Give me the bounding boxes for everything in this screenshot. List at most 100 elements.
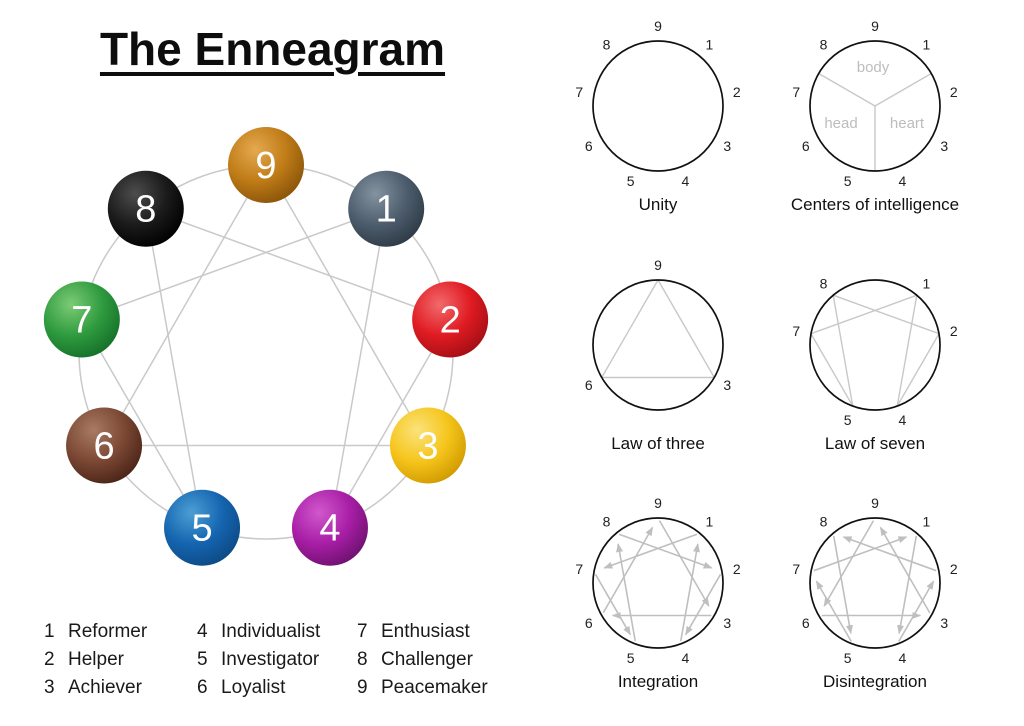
mini-number-4: 4	[898, 412, 906, 428]
connection-line-8-5	[832, 295, 854, 407]
sphere-8: 8	[107, 170, 184, 247]
arrow-7-to-5	[594, 573, 631, 636]
mini-number-1: 1	[923, 276, 931, 292]
legend-item-number: 5	[197, 649, 208, 670]
mini-circle-outline	[592, 40, 724, 172]
connection-line-9-6	[601, 279, 659, 378]
legend-item-name: Reformer	[68, 621, 148, 642]
mini-number-2: 2	[733, 561, 741, 577]
mini-number-5: 5	[844, 173, 852, 189]
sphere-8-ball	[107, 170, 184, 247]
sphere-1-ball	[348, 170, 425, 247]
arrow-5-to-7	[815, 580, 852, 642]
mini-number-7: 7	[575, 84, 583, 100]
mini-caption-law-of-seven: Law of seven	[824, 434, 926, 453]
mini-number-9: 9	[654, 18, 662, 34]
mini-number-5: 5	[844, 650, 852, 666]
mini-circle-outline	[592, 279, 724, 411]
enneagram-triangle	[102, 163, 430, 447]
mini-number-4: 4	[681, 173, 689, 189]
legend-item-name: Challenger	[381, 649, 473, 670]
mini-caption-disintegration: Disintegration	[823, 672, 927, 691]
legend-item-5: 5 Investigator	[197, 646, 320, 674]
mini-number-2: 2	[950, 84, 958, 100]
sphere-5-ball	[164, 489, 241, 566]
sphere-4-ball	[291, 489, 368, 566]
legend-item-1: 1 Reformer	[44, 618, 147, 646]
sphere-3-number: 3	[417, 426, 438, 468]
arrow-3-to-9	[879, 526, 931, 614]
legend-item-name: Achiever	[68, 677, 142, 698]
sphere-8-number: 8	[135, 189, 156, 231]
mini-number-1: 1	[706, 37, 714, 53]
mini-number-1: 1	[923, 37, 931, 53]
mini-circle-outline	[809, 279, 941, 411]
mini-number-2: 2	[950, 561, 958, 577]
arrow-4-to-1	[679, 543, 700, 642]
legend-item-number: 9	[357, 677, 368, 698]
legend-item-name: Loyalist	[221, 677, 286, 698]
sphere-6-number: 6	[93, 426, 114, 468]
legend-item-name: Enthusiast	[381, 621, 470, 642]
sphere-4-number: 4	[319, 508, 340, 550]
sphere-7-number: 7	[71, 300, 92, 342]
sphere-5-number: 5	[191, 508, 212, 550]
legend-item-number: 1	[44, 621, 55, 642]
legend-item-name: Helper	[68, 649, 124, 670]
arrow-7-to-1	[813, 536, 908, 572]
sector-divider	[818, 72, 876, 107]
connection-line-1-4	[896, 295, 918, 407]
mini-number-5: 5	[844, 412, 852, 428]
legend-item-name: Peacemaker	[381, 677, 488, 698]
mini-diagram-law-of-seven: 8 1 2 4 5 7 Law of seven	[765, 247, 985, 454]
mini-number-8: 8	[603, 37, 611, 53]
sphere-6-ball	[66, 407, 143, 484]
mini-caption-law-of-three: Law of three	[611, 434, 705, 453]
connection-line-2-8	[832, 294, 940, 335]
sphere-2-number: 2	[440, 300, 461, 342]
mini-number-2: 2	[950, 323, 958, 339]
mini-number-9: 9	[871, 495, 879, 511]
sphere-7-ball	[43, 281, 120, 358]
mini-number-2: 2	[733, 84, 741, 100]
mini-number-8: 8	[603, 514, 611, 530]
mini-circle-outline	[809, 40, 941, 172]
legend-item-name: Investigator	[221, 649, 320, 670]
sphere-3-ball	[389, 407, 466, 484]
mini-number-4: 4	[898, 173, 906, 189]
legend-item-number: 8	[357, 649, 368, 670]
mini-number-3: 3	[723, 138, 731, 154]
sphere-1: 1	[348, 170, 425, 247]
mini-circle-outline	[809, 517, 941, 649]
sphere-9-number: 9	[255, 145, 276, 187]
arrow-6-to-9	[602, 526, 654, 614]
arrow-1-to-4	[897, 536, 918, 635]
legend-item-number: 4	[197, 621, 208, 642]
legend-item-8: 8 Challenger	[357, 646, 488, 674]
mini-number-6: 6	[585, 138, 593, 154]
mini-number-7: 7	[792, 323, 800, 339]
mini-number-4: 4	[681, 650, 689, 666]
sphere-6: 6	[66, 407, 143, 484]
legend-item-number: 6	[197, 677, 208, 698]
mini-caption-unity: Unity	[638, 195, 678, 214]
mini-number-6: 6	[585, 615, 593, 631]
mini-number-8: 8	[820, 276, 828, 292]
main-enneagram-diagram: 1 2 3 4 5 6 7 8 9	[43, 127, 489, 566]
mini-number-1: 1	[923, 514, 931, 530]
arrow-1-to-7	[603, 533, 698, 569]
enneagram-hexad	[80, 207, 452, 529]
connection-line-5-7	[810, 333, 854, 407]
arrow-8-to-5	[832, 536, 853, 635]
